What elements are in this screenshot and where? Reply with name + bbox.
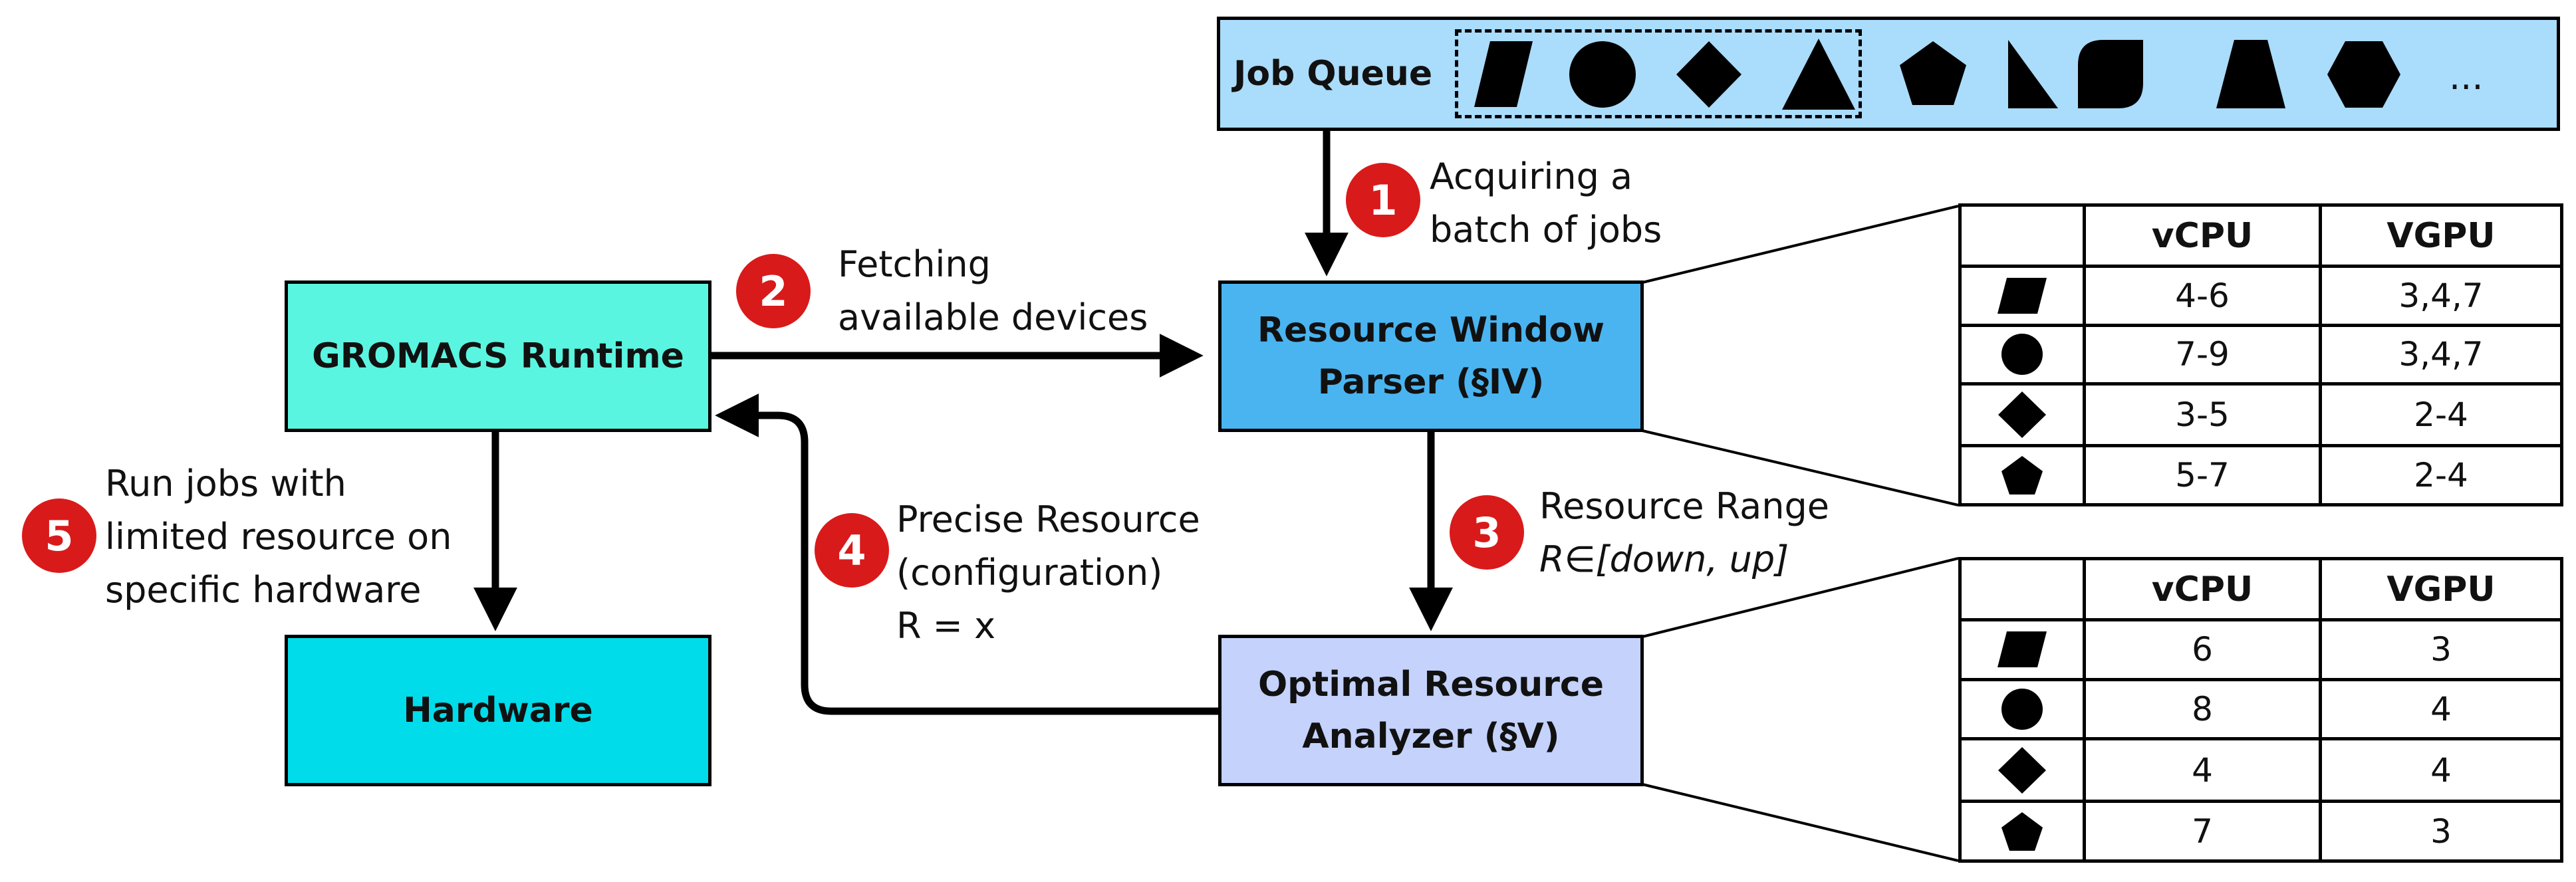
parser-label-line2: Parser (§IV) bbox=[1317, 362, 1545, 402]
cell-vgpu: 4 bbox=[2319, 737, 2563, 804]
cell-vcpu: 3-5 bbox=[2083, 382, 2322, 448]
step-5-badge: 5 bbox=[22, 498, 96, 573]
table-row: 7-9 3,4,7 bbox=[1958, 323, 2563, 386]
cell-vcpu: 5-7 bbox=[2083, 444, 2322, 506]
parser-label-line1: Resource Window bbox=[1257, 310, 1605, 350]
table-row: 5-7 2-4 bbox=[1958, 444, 2563, 506]
step-1-label-line2: batch of jobs bbox=[1430, 209, 1662, 251]
queue-shapes bbox=[1474, 39, 2400, 110]
diamond-icon bbox=[1998, 746, 2046, 794]
analyzer-label-line1: Optimal Resource bbox=[1257, 665, 1605, 705]
cell-vgpu: 2-4 bbox=[2319, 444, 2563, 506]
header-shape bbox=[1958, 557, 2086, 621]
header-vcpu: vCPU bbox=[2083, 203, 2322, 268]
zoom-line bbox=[1642, 429, 1959, 506]
zoom-line bbox=[1642, 557, 1959, 638]
gromacs-runtime-label: GROMACS Runtime bbox=[312, 336, 684, 376]
cell-vgpu: 3 bbox=[2319, 618, 2563, 681]
header-vgpu: VGPU bbox=[2319, 203, 2563, 268]
header-vgpu: VGPU bbox=[2319, 557, 2563, 621]
rounded-square-icon bbox=[2078, 40, 2143, 108]
step-4-badge: 4 bbox=[815, 513, 889, 588]
cell-vcpu: 8 bbox=[2083, 677, 2322, 741]
circle-icon bbox=[2001, 334, 2043, 376]
table-row: 7 3 bbox=[1958, 800, 2563, 863]
cell-vgpu: 4 bbox=[2319, 677, 2563, 741]
job-queue-label: Job Queue bbox=[1233, 54, 1433, 94]
step-3-badge: 3 bbox=[1450, 495, 1524, 570]
diamond-icon bbox=[1676, 41, 1741, 108]
table-row: 4-6 3,4,7 bbox=[1958, 265, 2563, 327]
cell-vcpu: 4 bbox=[2083, 737, 2322, 804]
optimal-resource-table: vCPU VGPU 6 3 8 4 4 4 7 3 bbox=[1958, 557, 2563, 863]
zoom-line bbox=[1642, 783, 1959, 862]
header-shape bbox=[1958, 203, 2086, 268]
step-1-badge: 1 bbox=[1346, 163, 1420, 237]
pentagon-icon bbox=[1900, 41, 1966, 105]
trapezoid-icon bbox=[2216, 40, 2285, 108]
resource-range-table: vCPU VGPU 4-6 3,4,7 7-9 3,4,7 3-5 2-4 5-… bbox=[1958, 203, 2563, 506]
hardware-label: Hardware bbox=[403, 691, 593, 730]
step-5-label-line3: specific hardware bbox=[105, 569, 422, 611]
step-5-label-line1: Run jobs with bbox=[105, 463, 346, 504]
triangle-icon bbox=[1782, 39, 1855, 110]
zoom-line bbox=[1642, 205, 1959, 284]
diamond-icon bbox=[1998, 391, 2046, 439]
cell-vcpu: 6 bbox=[2083, 618, 2322, 681]
step-3-label-line2: R∈[down, up] bbox=[1539, 538, 1789, 580]
step-4-label-line3: R = x bbox=[896, 605, 996, 647]
step-2-badge: 2 bbox=[736, 254, 811, 328]
cell-vgpu: 3,4,7 bbox=[2319, 265, 2563, 327]
cell-vcpu: 7-9 bbox=[2083, 323, 2322, 386]
table-row: 6 3 bbox=[1958, 618, 2563, 681]
arrow-analyzer-to-runtime bbox=[715, 393, 1218, 715]
table-header-row: vCPU VGPU bbox=[1958, 203, 2563, 268]
pentagon-icon bbox=[2001, 456, 2043, 495]
circle-icon bbox=[2001, 688, 2043, 730]
header-vcpu: vCPU bbox=[2083, 557, 2322, 621]
hexagon-icon bbox=[2327, 41, 2400, 108]
circle-icon bbox=[1569, 41, 1636, 108]
cell-vgpu: 2-4 bbox=[2319, 382, 2563, 448]
step-2-label-line2: available devices bbox=[838, 296, 1148, 338]
hardware-node: Hardware bbox=[285, 635, 711, 786]
parallelogram-icon bbox=[1474, 41, 1533, 107]
cell-vcpu: 4-6 bbox=[2083, 265, 2322, 327]
pentagon-icon bbox=[2001, 812, 2043, 851]
step-1-label-line1: Acquiring a bbox=[1430, 156, 1633, 197]
table-row: 4 4 bbox=[1958, 737, 2563, 804]
table-row: 8 4 bbox=[1958, 677, 2563, 741]
cell-vgpu: 3 bbox=[2319, 800, 2563, 863]
cell-vgpu: 3,4,7 bbox=[2319, 323, 2563, 386]
table-row: 3-5 2-4 bbox=[1958, 382, 2563, 448]
right-triangle-icon bbox=[2008, 40, 2058, 108]
step-2-label-line1: Fetching bbox=[838, 243, 991, 285]
step-4-label-line2: (configuration) bbox=[896, 552, 1163, 594]
queue-ellipsis: ... bbox=[2449, 56, 2484, 98]
parallelogram-icon bbox=[1997, 631, 2047, 668]
step-5-label-line2: limited resource on bbox=[105, 516, 452, 558]
optimal-resource-analyzer-node: Optimal Resource Analyzer (§V) bbox=[1218, 635, 1644, 786]
table-header-row: vCPU VGPU bbox=[1958, 557, 2563, 621]
analyzer-label-line2: Analyzer (§V) bbox=[1302, 717, 1560, 756]
step-4-label-line1: Precise Resource bbox=[896, 498, 1200, 540]
selected-batch-frame bbox=[1455, 29, 1862, 118]
job-queue: Job Queue ... bbox=[1217, 17, 2560, 131]
resource-window-parser-node: Resource Window Parser (§IV) bbox=[1218, 280, 1644, 432]
cell-vcpu: 7 bbox=[2083, 800, 2322, 863]
gromacs-runtime-node: GROMACS Runtime bbox=[285, 280, 711, 432]
step-3-label-line1: Resource Range bbox=[1539, 485, 1829, 527]
parallelogram-icon bbox=[1997, 277, 2047, 314]
